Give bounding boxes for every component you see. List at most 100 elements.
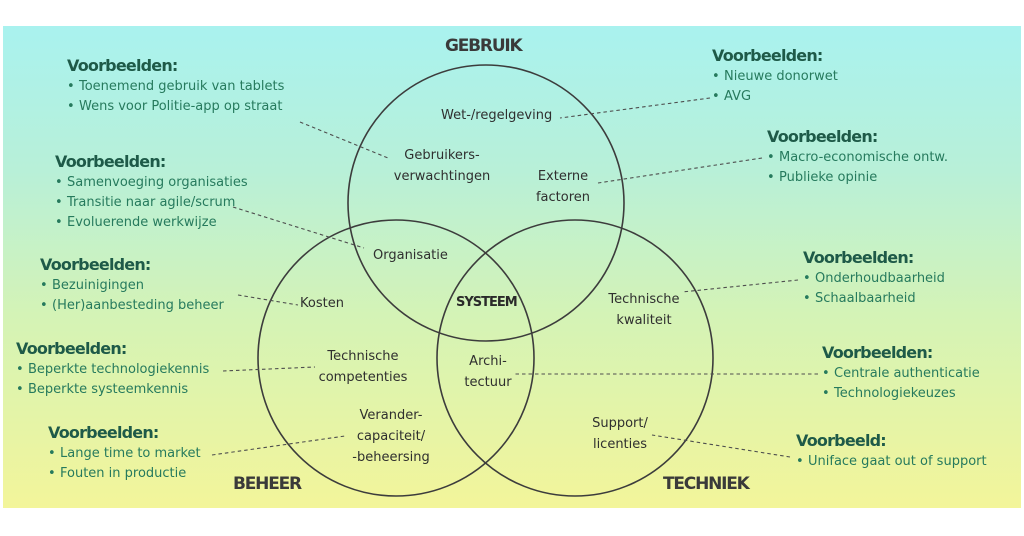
bullet-icon: • — [55, 175, 63, 190]
examples-heading: Voorbeelden: — [822, 343, 933, 362]
factor-line: capaciteit/ — [356, 429, 426, 444]
bullet-icon: • — [67, 99, 75, 114]
gradient-background — [3, 26, 1021, 508]
bullet-icon: • — [55, 215, 63, 230]
example-item: •Toenemend gebruik van tablets — [67, 77, 284, 97]
label-techniek: TECHNIEK — [663, 474, 750, 494]
example-item: •Wens voor Politie-app op straat — [67, 97, 284, 117]
bullet-icon: • — [67, 79, 75, 94]
examples-verandercapaciteit: Voorbeelden: •Lange time to market •Fout… — [48, 422, 201, 484]
bullet-icon: • — [48, 446, 56, 461]
examples-heading: Voorbeeld: — [796, 431, 887, 450]
bullet-icon: • — [822, 366, 830, 381]
example-item: •Transitie naar agile/scrum — [55, 193, 248, 213]
examples-gebruikersverwachtingen: Voorbeelden: •Toenemend gebruik van tabl… — [67, 55, 284, 117]
example-item: •Beperkte technologiekennis — [16, 360, 209, 380]
bullet-icon: • — [796, 454, 804, 469]
examples-wet-regelgeving: Voorbeelden: •Nieuwe donorwet •AVG — [712, 45, 838, 107]
connector-gebruikers — [299, 121, 389, 159]
bullet-icon: • — [40, 298, 48, 313]
bullet-icon: • — [712, 69, 720, 84]
factor-line: Technische — [608, 292, 680, 307]
factor-line: Externe — [537, 169, 589, 184]
circle-gebruik — [347, 64, 625, 342]
examples-organisatie: Voorbeelden: •Samenvoeging organisaties … — [55, 151, 248, 233]
factor-line: Verander- — [359, 408, 423, 423]
bullet-icon: • — [822, 386, 830, 401]
label-beheer: BEHEER — [233, 474, 302, 494]
connector-verandercapaciteit — [211, 435, 346, 456]
example-item: •Centrale authenticatie — [822, 364, 980, 384]
examples-technische-competenties: Voorbeelden: •Beperkte technologiekennis… — [16, 338, 209, 400]
connector-support — [651, 434, 791, 458]
connector-technische-competenties — [222, 366, 316, 372]
example-item: •Nieuwe donorwet — [712, 67, 838, 87]
bullet-icon: • — [16, 382, 24, 397]
factor-support-licenties: Support/ licenties — [582, 413, 658, 455]
examples-heading: Voorbeelden: — [712, 46, 823, 65]
factor-line: verwachtingen — [393, 169, 491, 184]
bullet-icon: • — [55, 195, 63, 210]
example-item: •AVG — [712, 87, 838, 107]
factor-line: factoren — [535, 190, 591, 205]
example-item: •Lange time to market — [48, 444, 201, 464]
bullet-icon: • — [767, 150, 775, 165]
example-item: •(Her)aanbesteding beheer — [40, 296, 224, 316]
label-gebruik: GEBRUIK — [445, 36, 523, 56]
circle-techniek — [436, 219, 714, 497]
example-item: •Onderhoudbaarheid — [803, 269, 945, 289]
examples-heading: Voorbeelden: — [803, 248, 914, 267]
factor-line: tectuur — [464, 375, 512, 390]
example-item: •Bezuinigingen — [40, 276, 224, 296]
example-item: •Schaalbaarheid — [803, 289, 945, 309]
factor-gebruikersverwachtingen: Gebruikers- verwachtingen — [383, 145, 501, 187]
connector-kosten — [237, 294, 299, 306]
connector-technische-kwaliteit — [681, 279, 799, 293]
example-item: •Uniface gaat out of support — [796, 452, 987, 472]
bullet-icon: • — [803, 291, 811, 306]
factor-technische-competenties: Technische competenties — [312, 346, 414, 388]
example-item: •Publieke opinie — [767, 168, 948, 188]
factor-line: competenties — [318, 370, 408, 385]
example-item: •Beperkte systeemkennis — [16, 380, 209, 400]
factor-verandercapaciteit: Verander- capaciteit/ -beheersing — [341, 405, 441, 468]
factor-organisatie: Organisatie — [373, 248, 448, 263]
examples-heading: Voorbeelden: — [48, 423, 159, 442]
examples-heading: Voorbeelden: — [55, 152, 166, 171]
examples-support-licenties: Voorbeeld: •Uniface gaat out of support — [796, 430, 987, 472]
factor-wet-regelgeving: Wet-/regelgeving — [441, 108, 553, 123]
examples-heading: Voorbeelden: — [67, 56, 178, 75]
connector-wet — [559, 97, 711, 119]
examples-externe-factoren: Voorbeelden: •Macro-economische ontw. •P… — [767, 126, 948, 188]
examples-kosten: Voorbeelden: •Bezuinigingen •(Her)aanbes… — [40, 254, 224, 316]
examples-heading: Voorbeelden: — [767, 127, 878, 146]
bullet-icon: • — [48, 466, 56, 481]
bullet-icon: • — [712, 89, 720, 104]
factor-line: kwaliteit — [616, 313, 672, 328]
example-item: •Fouten in productie — [48, 464, 201, 484]
factor-line: Archi- — [469, 354, 507, 369]
label-systeem: SYSTEEM — [456, 295, 518, 310]
factor-externe-factoren: Externe factoren — [530, 166, 596, 208]
factor-line: -beheersing — [352, 450, 430, 465]
example-item: •Macro-economische ontw. — [767, 148, 948, 168]
example-item: •Technologiekeuzes — [822, 384, 980, 404]
bullet-icon: • — [40, 278, 48, 293]
examples-architectuur: Voorbeelden: •Centrale authenticatie •Te… — [822, 342, 980, 404]
factor-line: Technische — [327, 349, 399, 364]
bullet-icon: • — [767, 170, 775, 185]
examples-heading: Voorbeelden: — [16, 339, 127, 358]
factor-line: Gebruikers- — [404, 148, 480, 163]
example-item: •Evoluerende werkwijze — [55, 213, 248, 233]
factor-architectuur: Archi- tectuur — [455, 351, 521, 393]
connector-organisatie — [232, 206, 365, 249]
connector-externe — [597, 157, 763, 184]
factor-line: licenties — [592, 437, 648, 452]
bullet-icon: • — [16, 362, 24, 377]
factor-kosten: Kosten — [300, 296, 344, 311]
example-item: •Samenvoeging organisaties — [55, 173, 248, 193]
examples-heading: Voorbeelden: — [40, 255, 151, 274]
factor-technische-kwaliteit: Technische kwaliteit — [600, 289, 688, 331]
